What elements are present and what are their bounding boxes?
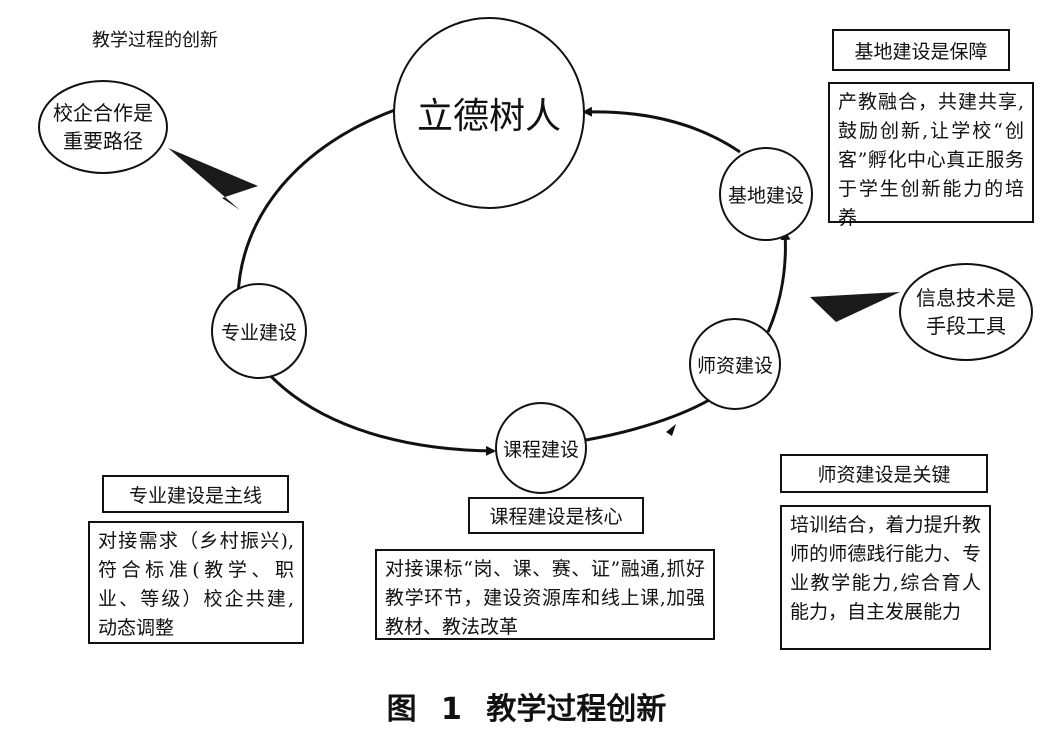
right-driver-arrow — [810, 292, 900, 322]
jidi-node-label: 基地建设 — [727, 184, 804, 207]
zhuanye-label-box: 专业建设是主线 — [102, 475, 289, 513]
shizi-circle — [689, 318, 781, 410]
jidi-circle — [719, 147, 813, 241]
arc-kecheng-to-shizi — [585, 394, 718, 442]
center-node-label: 立德树人 — [416, 96, 561, 137]
shizi-label-box: 师资建设是关键 — [780, 454, 988, 493]
jidi-description: 产教融合，共建共享,鼓励创新,让学校“创客”孵化中心真正服务于学生创新能力的培养 — [828, 82, 1034, 229]
shizi-node-label: 师资建设 — [696, 354, 773, 377]
small-arrow-mark — [666, 424, 676, 436]
zhuanye-circle — [211, 283, 307, 379]
zhuanye-node-label: 专业建设 — [220, 321, 297, 344]
right-driver-ellipse — [899, 263, 1033, 361]
kecheng-node-label: 课程建设 — [502, 438, 579, 461]
shizi-description: 培训结合，着力提升教师的师德践行能力、专业教学能力,综合育人能力，自主发展能力 — [780, 505, 991, 650]
kecheng-label-box: 课程建设是核心 — [468, 497, 644, 534]
kecheng-description: 对接课标“岗、课、赛、证”融通,抓好教学环节，建设资源库和线上课,加强教材、教法… — [375, 549, 715, 640]
center-circle — [393, 17, 585, 209]
left-driver-ellipse — [38, 80, 168, 174]
arc-center-to-zhuanye — [233, 108, 396, 300]
arc-shizi-to-jidi — [766, 230, 791, 333]
zhuanye-description: 对接需求（乡村振兴),符合标准(教学、职业、等级）校企共建,动态调整 — [88, 521, 304, 644]
arc-zhuanye-to-kecheng — [263, 368, 496, 456]
left-driver-label: 校企合作是 重要路径 — [53, 101, 153, 153]
arc-jidi-to-center — [582, 106, 741, 154]
right-driver-label: 信息技术是 手段工具 — [916, 286, 1016, 338]
kecheng-circle — [495, 402, 587, 494]
figure-caption: 图 1 教学过程创新 — [386, 692, 667, 727]
left-driver-arrow — [168, 148, 258, 210]
jidi-label-box: 基地建设是保障 — [832, 29, 1010, 71]
top-left-title: 教学过程的创新 — [92, 30, 218, 51]
